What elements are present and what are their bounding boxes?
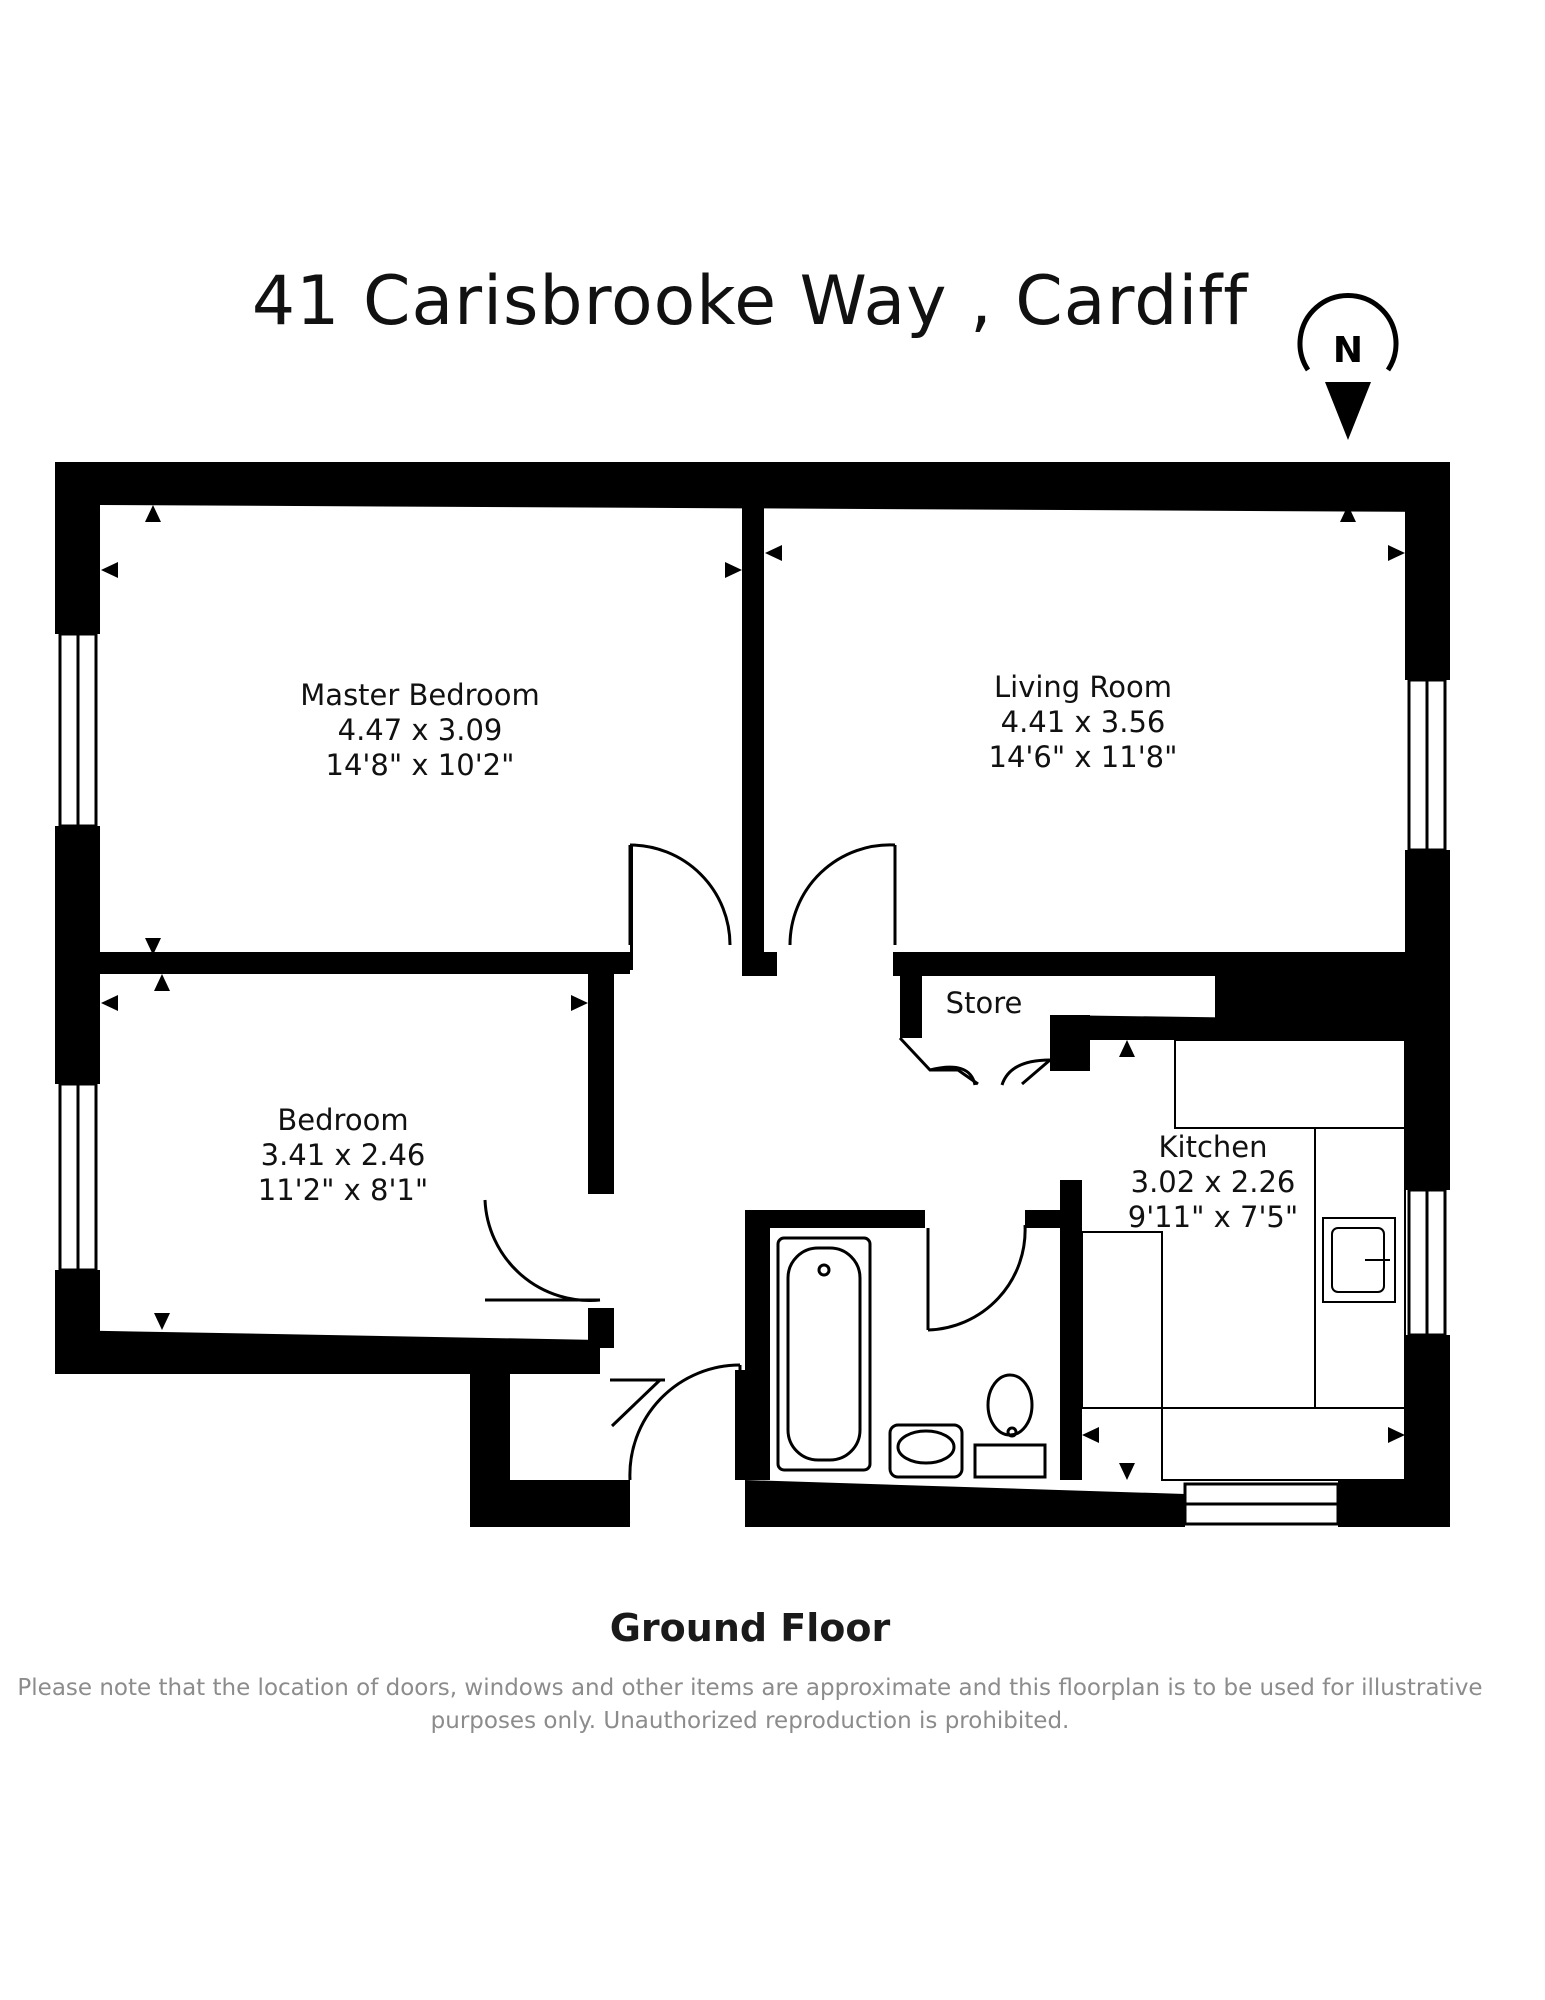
store-cupboard [898,1036,1051,1086]
kitchen-units [1081,1039,1406,1481]
room-name: Kitchen [1159,1130,1268,1164]
plan-title: 41 Carisbrooke Way , Cardiff [251,262,1249,341]
room-metric: 3.02 x 2.26 [1131,1165,1296,1199]
dimension-arrows [101,505,1405,1480]
room-imperial: 14'8" x 10'2" [326,748,515,782]
disclaimer-text: Please note that the location of doors, … [17,1675,1483,1734]
windows [58,632,1447,1526]
room-label-living-room: Living Room 4.41 x 3.56 14'6" x 11'8" [989,670,1178,774]
floor-label: Ground Floor [609,1606,891,1650]
bathtub-icon [776,1236,872,1472]
room-imperial: 9'11" x 7'5" [1128,1200,1298,1234]
kitchen-sink-icon [1322,1217,1396,1303]
room-imperial: 14'6" x 11'8" [989,740,1178,774]
exterior-walls [55,462,1450,1527]
room-label-master-bedroom: Master Bedroom 4.47 x 3.09 14'8" x 10'2" [300,678,539,782]
room-metric: 3.41 x 2.46 [261,1138,426,1172]
compass-label: N [1333,330,1363,371]
interior-walls [100,505,1405,1480]
room-label-kitchen: Kitchen 3.02 x 2.26 9'11" x 7'5" [1128,1130,1298,1234]
room-name: Master Bedroom [300,678,539,712]
north-compass-icon: N [1297,292,1399,440]
room-label-bedroom: Bedroom 3.41 x 2.46 11'2" x 8'1" [258,1103,428,1207]
room-name: Bedroom [277,1103,408,1137]
store-label: Store [946,986,1023,1020]
sink-icon [888,1423,964,1479]
room-imperial: 11'2" x 8'1" [258,1173,428,1207]
door-swings [483,843,1027,1481]
room-metric: 4.41 x 3.56 [1001,705,1166,739]
toilet-icon [973,1373,1047,1479]
room-name: Living Room [994,670,1172,704]
room-metric: 4.47 x 3.09 [338,713,503,747]
